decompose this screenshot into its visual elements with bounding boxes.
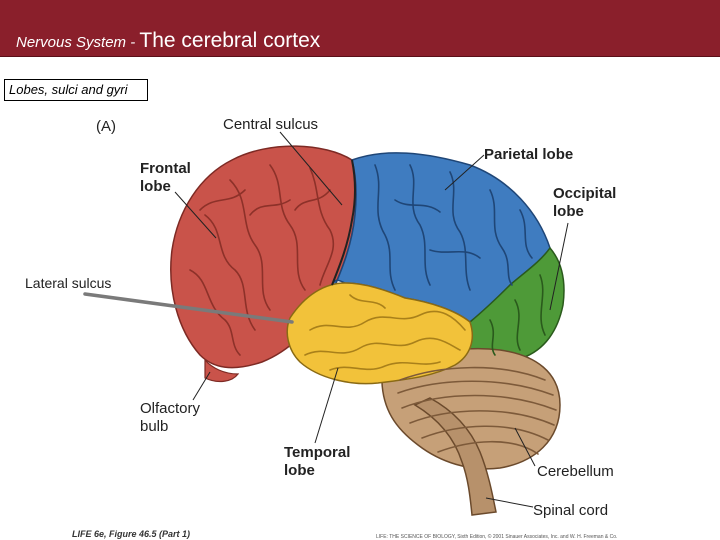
cerebellum-shape [381,347,561,470]
title-prefix: Nervous System - [16,34,140,51]
olfactory-bulb-label-2: bulb [140,418,168,435]
lateral-sulcus-label: Lateral sulcus [25,275,112,291]
slide-title: Nervous System - The cerebral cortex [16,29,320,53]
panel-label: (A) [96,118,116,135]
cerebellum-folia [397,366,557,455]
cerebellum-label: Cerebellum [537,463,614,480]
subtitle-box: Lobes, sulci and gyri [4,79,148,101]
spinal-cord-label: Spinal cord [533,502,608,519]
temporal-lobe-label-2: lobe [284,462,315,479]
central-sulcus-groove [331,159,356,286]
olfactory-bulb-label-1: Olfactory [140,400,201,417]
parietal-lobe-label: Parietal lobe [484,146,573,163]
figure-caption: LIFE 6e, Figure 46.5 (Part 1) [72,529,190,539]
brainstem-shape [413,397,497,516]
frontal-lobe-label-1: Frontal [140,160,191,177]
central-sulcus-label: Central sulcus [223,116,318,133]
occipital-lobe-label-1: Occipital [553,185,616,202]
occipital-gyri [489,274,546,356]
copyright-credit: LIFE: THE SCIENCE OF BIOLOGY, Sixth Edit… [376,533,617,540]
parietal-gyri [374,164,533,291]
temporal-gyri [304,294,466,371]
temporal-lobe [286,282,474,385]
frontal-lobe-label-2: lobe [140,178,171,195]
olfactory-bulb-shape [204,358,240,383]
temporal-lobe-label-1: Temporal [284,444,350,461]
pointer-lines [174,131,569,508]
frontal-gyri [189,164,335,356]
occipital-lobe-label-2: lobe [553,203,584,220]
title-bar: Nervous System - The cerebral cortex [0,0,720,57]
title-main: The cerebral cortex [139,29,321,52]
lateral-sulcus-pointer [83,292,294,324]
